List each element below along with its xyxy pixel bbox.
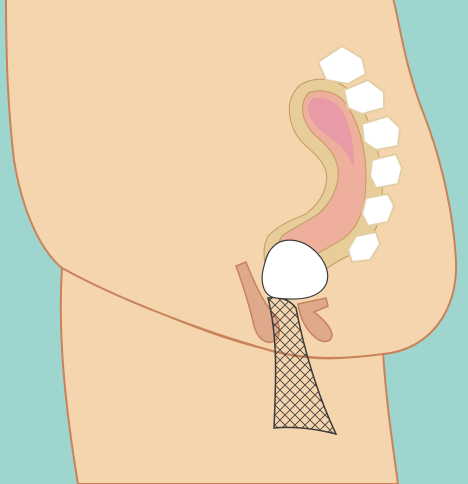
vertebra-5 [362,194,394,226]
vertebra-4 [370,154,402,188]
